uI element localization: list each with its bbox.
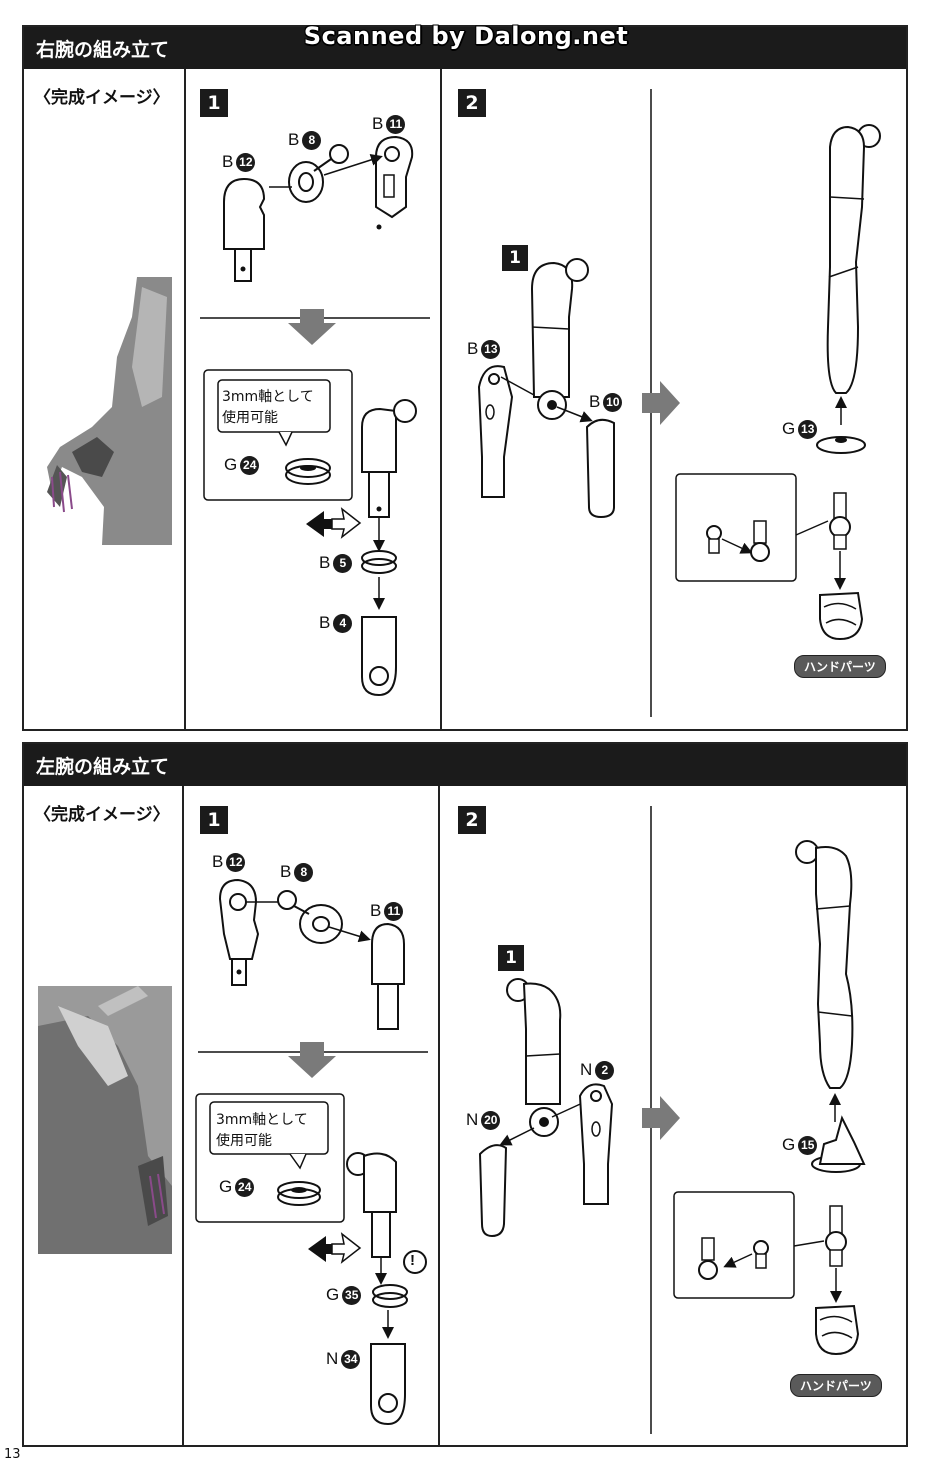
substep-1-badge: 1 xyxy=(502,245,528,271)
column-divider xyxy=(440,69,442,729)
section-header: 左腕の組み立て xyxy=(24,744,906,786)
substep-1-badge: 1 xyxy=(498,945,524,971)
section-title: 左腕の組み立て xyxy=(36,756,170,778)
note-3mm-axis: 3mm軸として 使用可能 xyxy=(216,1110,308,1152)
step-1-diagram xyxy=(195,878,428,1426)
step-2-badge: 2 xyxy=(458,89,486,117)
hand-parts-label: ハンドパーツ xyxy=(790,1374,882,1397)
note-line-1: 3mm軸として xyxy=(222,389,314,405)
scan-watermark: Scanned by Dalong.net xyxy=(303,22,629,50)
completed-arm-photo xyxy=(38,986,172,1254)
step-1-badge: 1 xyxy=(200,89,228,117)
section-title: 右腕の組み立て xyxy=(36,39,170,61)
completed-image-label: 〈完成イメージ〉 xyxy=(34,805,170,825)
note-line-1: 3mm軸として xyxy=(216,1112,308,1128)
step-2-diagram xyxy=(478,806,866,1434)
section-header: 右腕の組み立て xyxy=(24,27,906,69)
step-2-diagram xyxy=(477,89,881,717)
page-number: 13 xyxy=(4,1447,21,1462)
column-divider xyxy=(182,786,184,1445)
step-2-badge: 2 xyxy=(458,806,486,834)
note-line-2: 使用可能 xyxy=(222,410,278,426)
note-3mm-axis: 3mm軸として 使用可能 xyxy=(222,387,314,429)
step-1-diagram xyxy=(200,135,430,697)
hand-parts-label: ハンドパーツ xyxy=(794,655,886,678)
step-1-badge: 1 xyxy=(200,806,228,834)
caution-icon: ! xyxy=(410,1252,415,1269)
completed-arm-photo xyxy=(42,277,172,545)
column-divider xyxy=(438,786,440,1445)
completed-image-label: 〈完成イメージ〉 xyxy=(34,88,170,108)
column-divider xyxy=(184,69,186,729)
note-line-2: 使用可能 xyxy=(216,1133,272,1149)
